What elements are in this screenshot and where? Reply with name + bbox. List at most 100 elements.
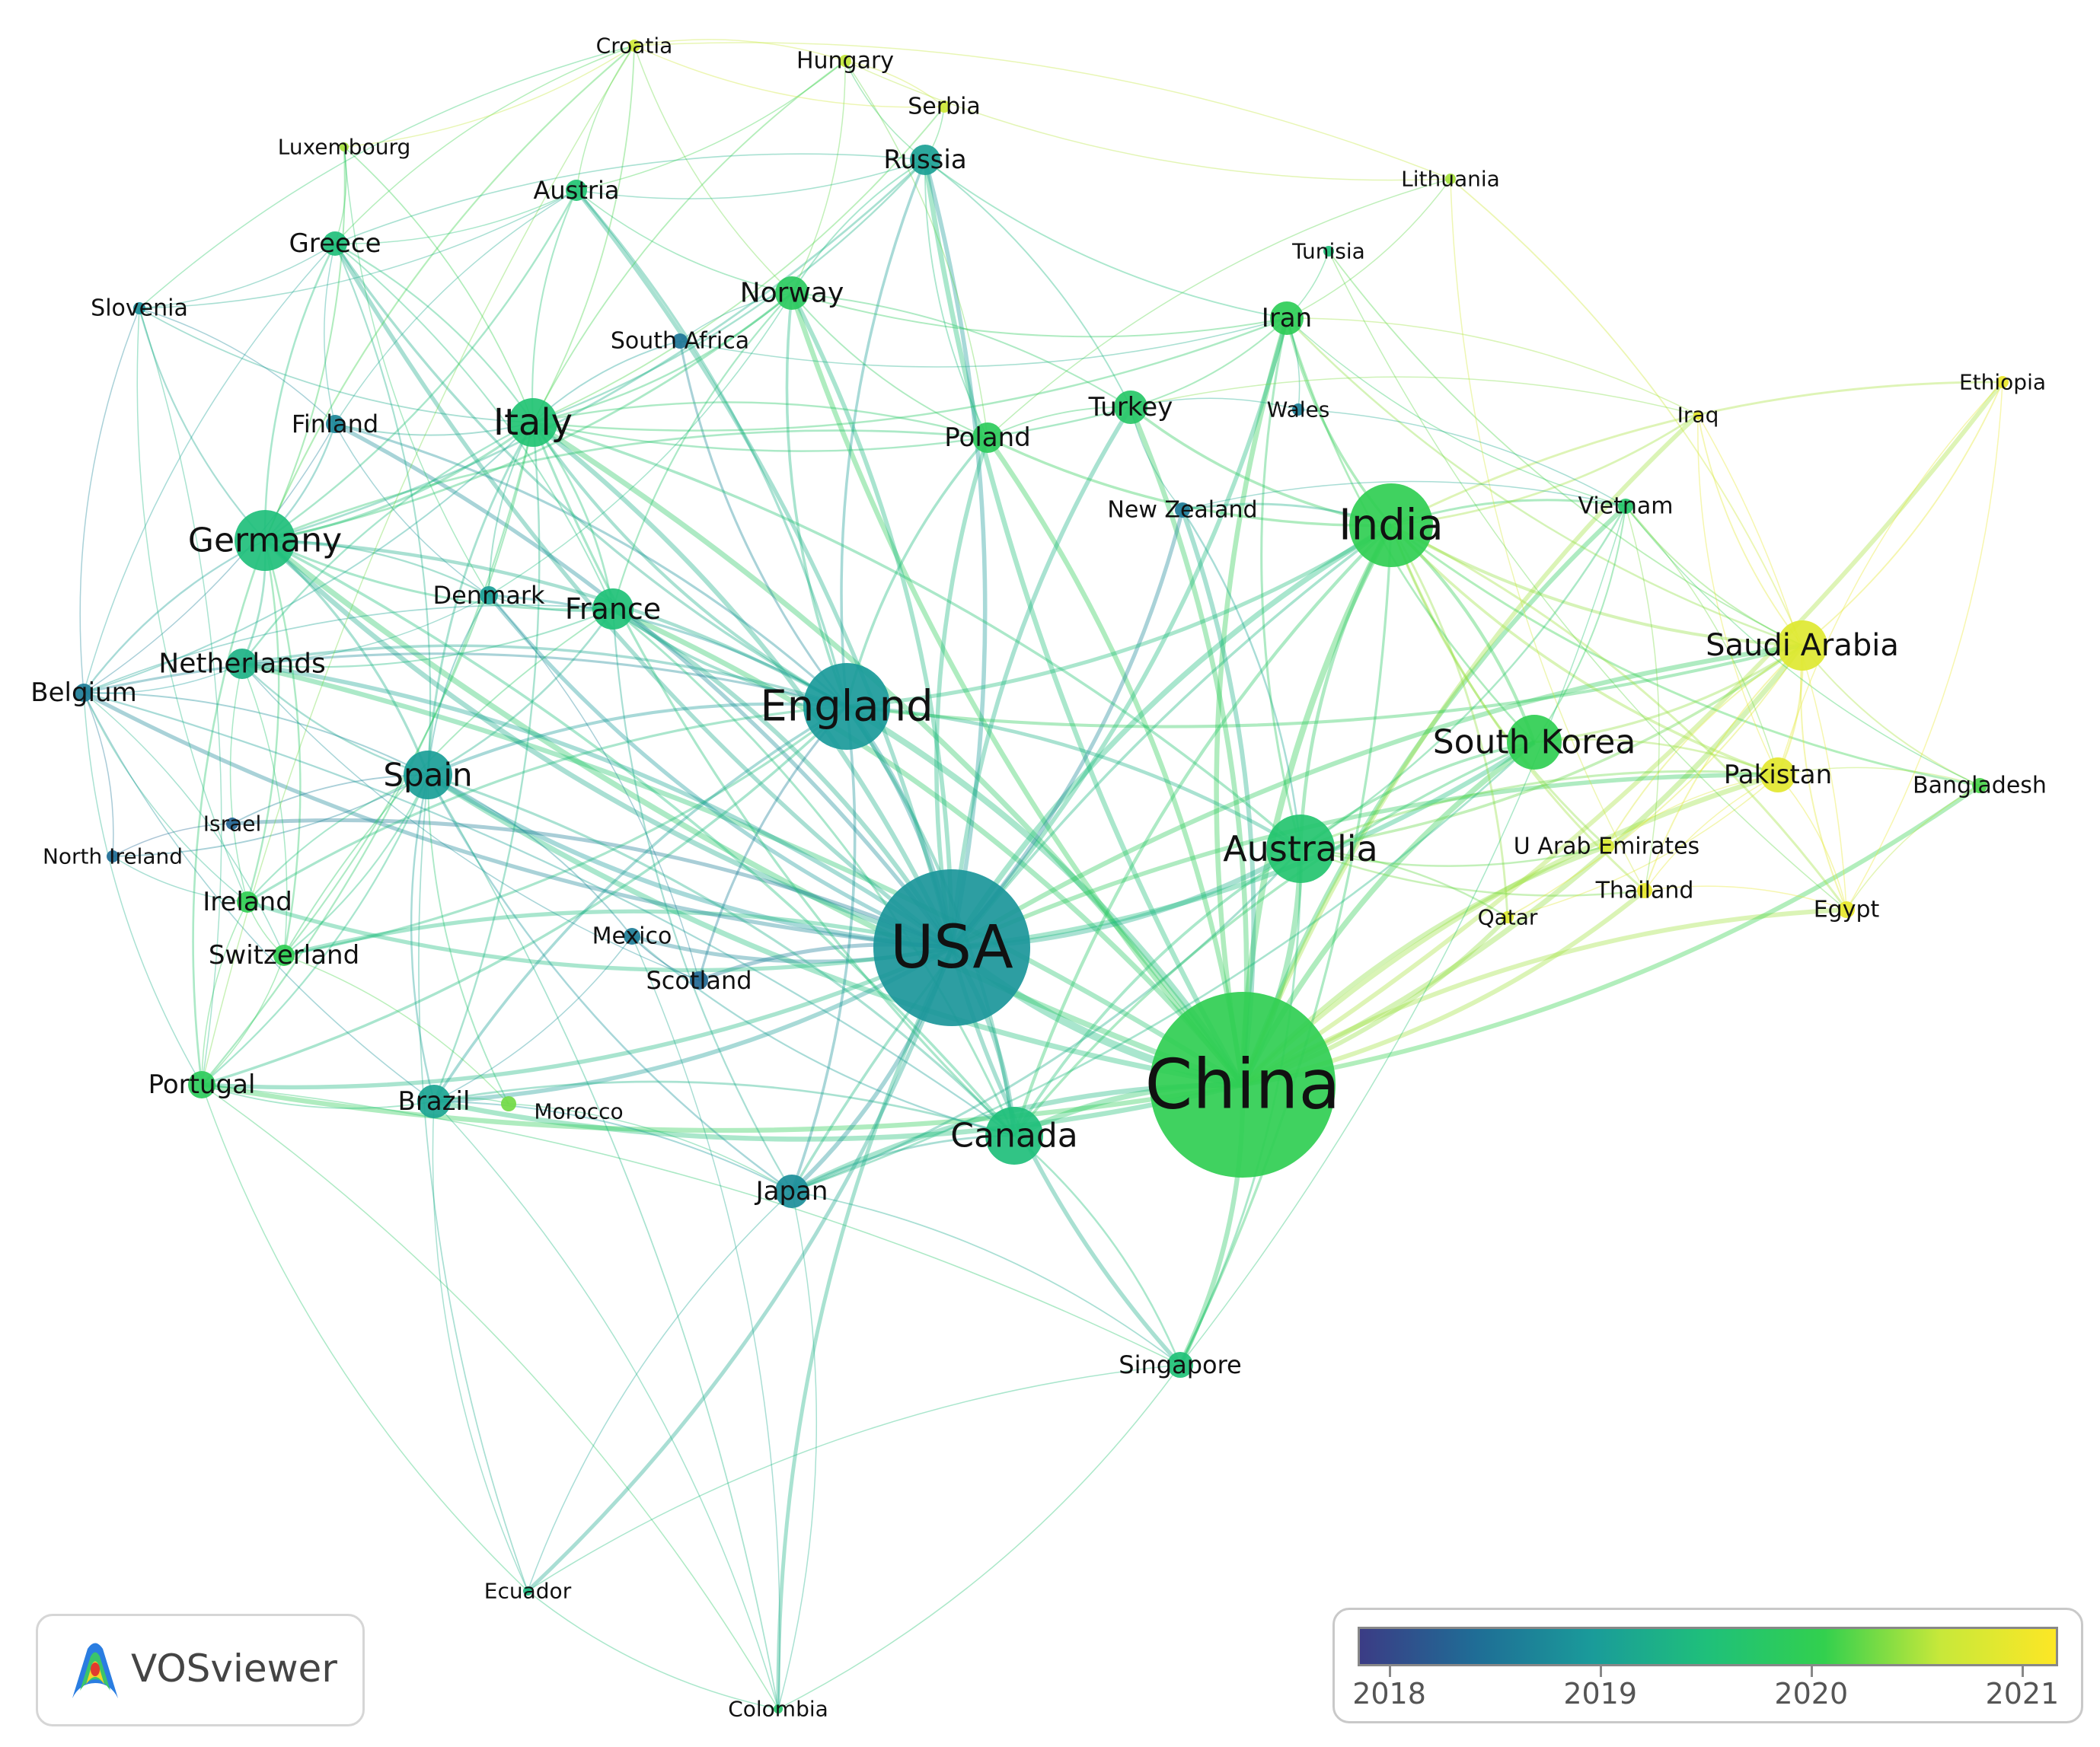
link-india-qatar (1390, 524, 1509, 918)
node-egypt[interactable] (1838, 901, 1855, 918)
link-england-germany (264, 538, 848, 708)
node-morocco[interactable] (501, 1096, 516, 1111)
link-singapore-ecuador (527, 1364, 1181, 1592)
legend-tick-label-2021: 2021 (1985, 1677, 2060, 1710)
node-lithuania[interactable] (1445, 174, 1456, 184)
link-england-denmark (488, 594, 847, 708)
link-pakistan-south-korea (1534, 738, 1779, 776)
node-germany[interactable] (235, 510, 295, 571)
link-saudi-arabia-egypt (1800, 645, 1847, 910)
node-slovenia[interactable] (133, 302, 145, 314)
link-spain-france (427, 608, 614, 776)
link-slovenia-finland (139, 308, 336, 425)
node-japan[interactable] (775, 1175, 809, 1208)
node-netherlands[interactable] (227, 649, 257, 679)
node-u-arab-emirates[interactable] (1599, 839, 1614, 854)
node-france[interactable] (592, 588, 634, 630)
link-spain-greece (334, 243, 432, 776)
legend-tick-label-2020: 2020 (1774, 1677, 1849, 1710)
link-china-iraq (1240, 413, 1699, 1086)
node-canada[interactable] (985, 1107, 1043, 1165)
link-germany-denmark (264, 539, 490, 597)
node-thailand[interactable] (1637, 883, 1652, 898)
link-ethiopia-pakistan (1777, 381, 2003, 776)
link-saudi-arabia-u-arab-emirates (1606, 645, 1803, 847)
link-iraq-egypt (1697, 414, 1847, 910)
link-ireland-north-ireland (112, 856, 248, 903)
link-australia-japan (791, 847, 1302, 1193)
node-colombia[interactable] (774, 1704, 783, 1714)
node-austria[interactable] (566, 180, 587, 201)
node-turkey[interactable] (1114, 391, 1147, 424)
node-finland[interactable] (326, 415, 344, 433)
link-norway-denmark (488, 292, 793, 596)
node-hungary[interactable] (839, 55, 851, 67)
link-italy-hungary (532, 60, 846, 423)
link-saudi-arabia-lithuania (1450, 178, 1803, 646)
link-singapore-colombia (777, 1364, 1181, 1710)
node-croatia[interactable] (628, 40, 640, 52)
node-ethiopia[interactable] (1996, 376, 2009, 388)
node-luxembourg[interactable] (340, 142, 349, 151)
link-germany-greece (263, 243, 337, 541)
link-usa-saudi-arabia (950, 642, 1803, 950)
node-china[interactable] (1150, 992, 1336, 1178)
node-ecuador[interactable] (523, 1586, 532, 1596)
link-australia-south-korea (1299, 741, 1535, 850)
node-tunisia[interactable] (1323, 246, 1334, 257)
node-italy[interactable] (509, 398, 557, 447)
node-switzerland[interactable] (273, 945, 295, 966)
node-qatar[interactable] (1502, 911, 1514, 923)
node-iraq[interactable] (1693, 410, 1703, 419)
link-italy-luxembourg (343, 146, 534, 423)
node-australia[interactable] (1266, 815, 1335, 883)
node-singapore[interactable] (1167, 1352, 1193, 1378)
link-norway-south-africa (679, 292, 793, 342)
link-china-russia (922, 159, 1245, 1086)
link-israel-north-ireland (112, 823, 233, 857)
link-italy-switzerland (283, 422, 535, 956)
node-iran[interactable] (1270, 301, 1304, 335)
link-russia-turkey (924, 159, 1131, 408)
node-north-ireland[interactable] (107, 850, 119, 862)
node-usa[interactable] (873, 869, 1030, 1026)
node-norway[interactable] (775, 276, 809, 310)
node-england[interactable] (803, 663, 890, 750)
node-israel[interactable] (226, 818, 238, 830)
node-portugal[interactable] (188, 1071, 215, 1098)
link-germany-ireland (246, 540, 280, 903)
node-new-zealand[interactable] (1175, 502, 1190, 518)
node-belgium[interactable] (75, 684, 93, 702)
link-croatia-hungary (634, 39, 846, 62)
node-saudi-arabia[interactable] (1777, 620, 1827, 671)
node-spain[interactable] (404, 751, 452, 799)
link-italy-russia (532, 159, 926, 424)
node-brazil[interactable] (417, 1085, 451, 1118)
link-italy-poland (532, 401, 988, 439)
node-greece[interactable] (323, 231, 347, 256)
node-serbia[interactable] (938, 100, 950, 113)
link-england-netherlands (241, 644, 847, 708)
link-belgium-portugal (83, 692, 203, 1085)
link-india-australia (1298, 524, 1393, 850)
vosviewer-logo-box: VOSviewer (36, 1614, 365, 1726)
node-pakistan[interactable] (1760, 757, 1795, 792)
node-india[interactable] (1349, 483, 1433, 567)
node-poland[interactable] (972, 422, 1003, 453)
node-denmark[interactable] (480, 586, 498, 604)
legend-tick-2020 (1810, 1666, 1813, 1677)
node-wales[interactable] (1292, 403, 1304, 416)
node-south-africa[interactable] (672, 333, 688, 349)
link-saudi-arabia-thailand (1644, 645, 1803, 891)
node-bangladesh[interactable] (1972, 778, 1987, 793)
node-vietnam[interactable] (1618, 499, 1633, 514)
link-england-finland (334, 422, 848, 708)
link-tunisia-egypt (1328, 250, 1847, 910)
node-mexico[interactable] (624, 928, 640, 945)
link-brazil-colombia (433, 1101, 779, 1710)
node-scotland[interactable] (690, 971, 708, 990)
node-south-korea[interactable] (1507, 715, 1562, 770)
node-ireland[interactable] (237, 891, 258, 913)
link-austria-finland (334, 190, 577, 425)
node-russia[interactable] (910, 145, 940, 175)
